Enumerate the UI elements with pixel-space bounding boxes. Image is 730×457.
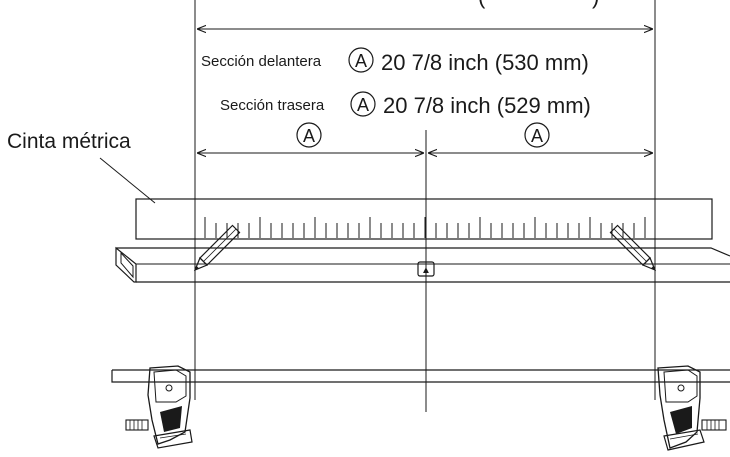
rear-section-label: Sección trasera: [220, 97, 325, 114]
rear-section-value: 20 7/8 inch (529 mm): [383, 93, 591, 118]
tape-leader-line: [99, 157, 156, 204]
left-half-symbol-a: A: [303, 126, 315, 146]
right-half-symbol-a: A: [531, 126, 543, 146]
pencil-icon: [609, 224, 657, 272]
rear-symbol-circle: [350, 91, 376, 117]
front-symbol-circle: [348, 47, 374, 73]
tape-measure-label: Cinta métrica: [7, 130, 131, 153]
tape-measure: [135, 198, 713, 240]
top-partial-text: (: [478, 0, 486, 9]
crossbar-front: [115, 246, 730, 283]
right-half-symbol-circle: [524, 122, 550, 148]
pencil-icon: [193, 224, 241, 272]
clamp-foot-icon: [125, 365, 193, 449]
clamp-foot-icon: [657, 365, 727, 451]
top-partial-close: ): [592, 0, 599, 9]
rear-symbol-a: A: [357, 95, 369, 115]
front-symbol-a: A: [355, 51, 367, 71]
tape-ticks: [204, 217, 646, 238]
center-marker-icon: [417, 261, 435, 277]
crossbar-rear: [111, 369, 730, 383]
left-half-symbol-circle: [296, 122, 322, 148]
front-section-value: 20 7/8 inch (530 mm): [381, 50, 589, 75]
front-section-label: Sección delantera: [201, 53, 322, 70]
center-marker-glyph: ▲: [421, 265, 431, 276]
